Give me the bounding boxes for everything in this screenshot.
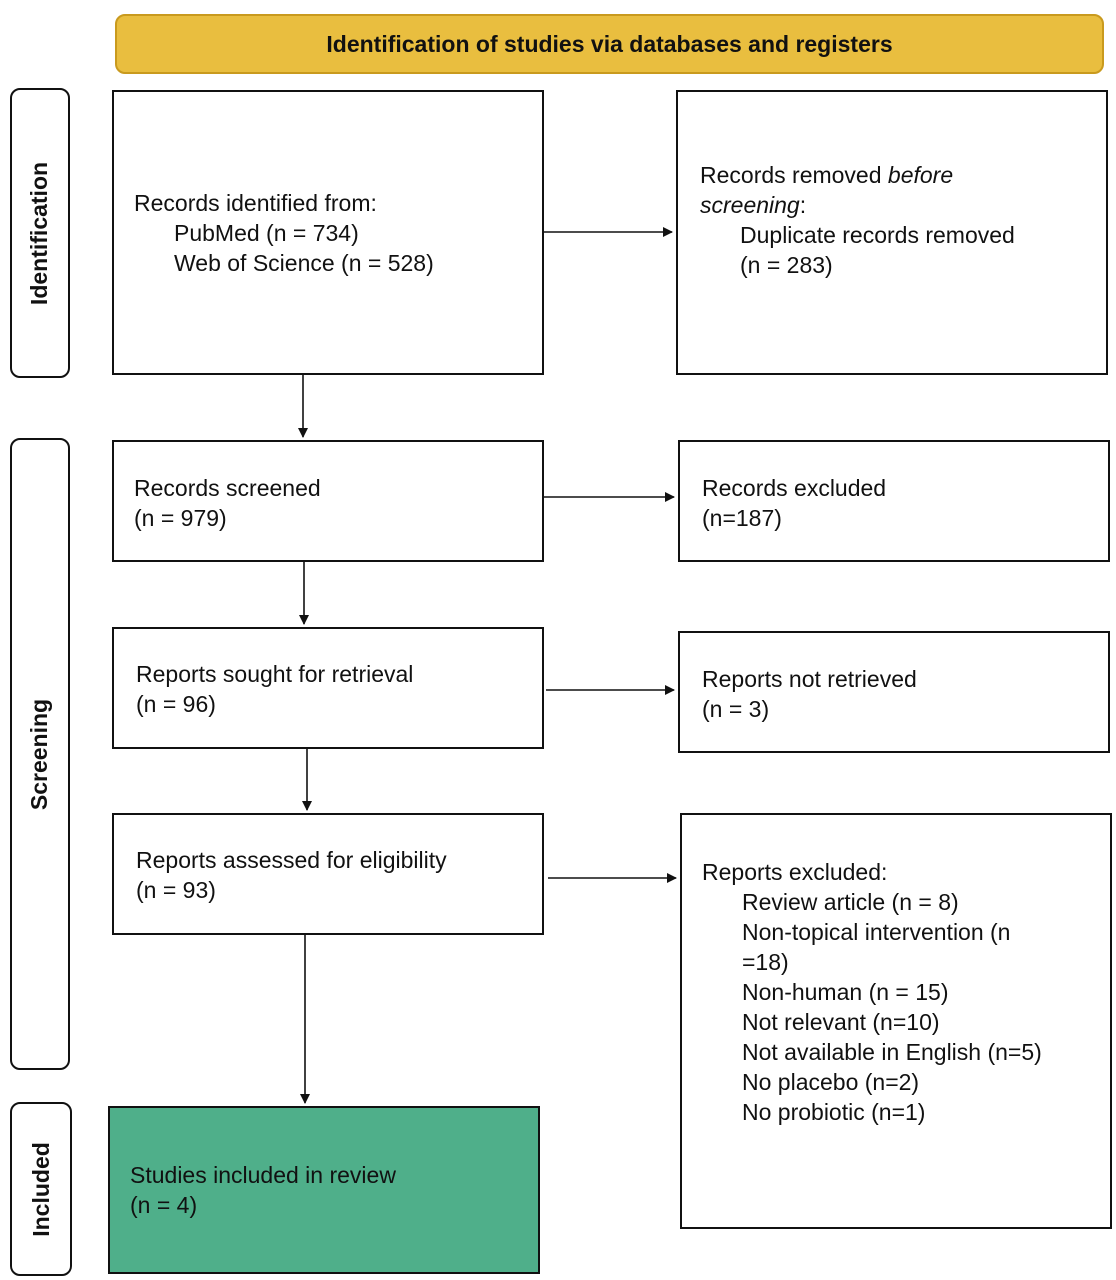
exclusion-reason: Review article (n = 8) [742, 889, 959, 915]
studies-included-label: Studies included in review [130, 1162, 396, 1188]
exclusion-reason: Not relevant (n=10) [742, 1009, 940, 1035]
reports-not-retrieved-box: Reports not retrieved (n = 3) [678, 631, 1110, 753]
phase-screening: Screening [10, 438, 70, 1070]
records-identified-heading: Records identified from: [134, 190, 377, 216]
duplicates-removed-label: Duplicate records removed [740, 222, 1015, 248]
records-removed-heading: Records removed before [700, 162, 954, 188]
reports-excluded-box: Reports excluded: Review article (n = 8)… [680, 813, 1112, 1229]
records-excluded-count: (n=187) [702, 505, 782, 531]
exclusion-reason: No placebo (n=2) [742, 1069, 920, 1095]
duplicates-removed-count: (n = 283) [740, 252, 833, 278]
reports-excluded-label: Reports excluded: [702, 859, 888, 885]
studies-included-count: (n = 4) [130, 1192, 198, 1218]
exclusion-reason: No probiotic (n=1) [742, 1099, 926, 1125]
reports-sought-box: Reports sought for retrieval (n = 96) [112, 627, 544, 749]
phase-included: Included [10, 1102, 72, 1276]
reports-assessed-label: Reports assessed for eligibility [136, 847, 447, 873]
reports-not-retrieved-count: (n = 3) [702, 696, 770, 722]
records-removed-heading-cont: screening: [700, 192, 807, 218]
records-screened-box: Records screened (n = 979) [112, 440, 544, 562]
reports-not-retrieved-label: Reports not retrieved [702, 666, 917, 692]
exclusion-reason: Non-human (n = 15) [742, 979, 949, 1005]
records-excluded-label: Records excluded [702, 475, 887, 501]
reports-sought-label: Reports sought for retrieval [136, 661, 414, 687]
reports-sought-count: (n = 96) [136, 691, 216, 717]
records-screened-count: (n = 979) [134, 505, 227, 531]
phase-identification: Identification [10, 88, 70, 378]
studies-included-box: Studies included in review (n = 4) [108, 1106, 540, 1274]
records-screened-label: Records screened [134, 475, 321, 501]
reports-assessed-box: Reports assessed for eligibility (n = 93… [112, 813, 544, 935]
section-header-title: Identification of studies via databases … [326, 30, 893, 57]
exclusion-reason: Non-topical intervention (n [742, 919, 1011, 945]
exclusion-reason: =18) [742, 949, 789, 975]
records-removed-box: Records removed before screening: Duplic… [676, 90, 1108, 375]
exclusion-reason: Not available in English (n=5) [742, 1039, 1042, 1065]
web-of-science-count: Web of Science (n = 528) [174, 250, 434, 276]
records-identified-box: Records identified from: PubMed (n = 734… [112, 90, 544, 375]
pubmed-count: PubMed (n = 734) [174, 220, 359, 246]
section-header: Identification of studies via databases … [115, 14, 1104, 74]
reports-assessed-count: (n = 93) [136, 877, 216, 903]
records-excluded-box: Records excluded (n=187) [678, 440, 1110, 562]
